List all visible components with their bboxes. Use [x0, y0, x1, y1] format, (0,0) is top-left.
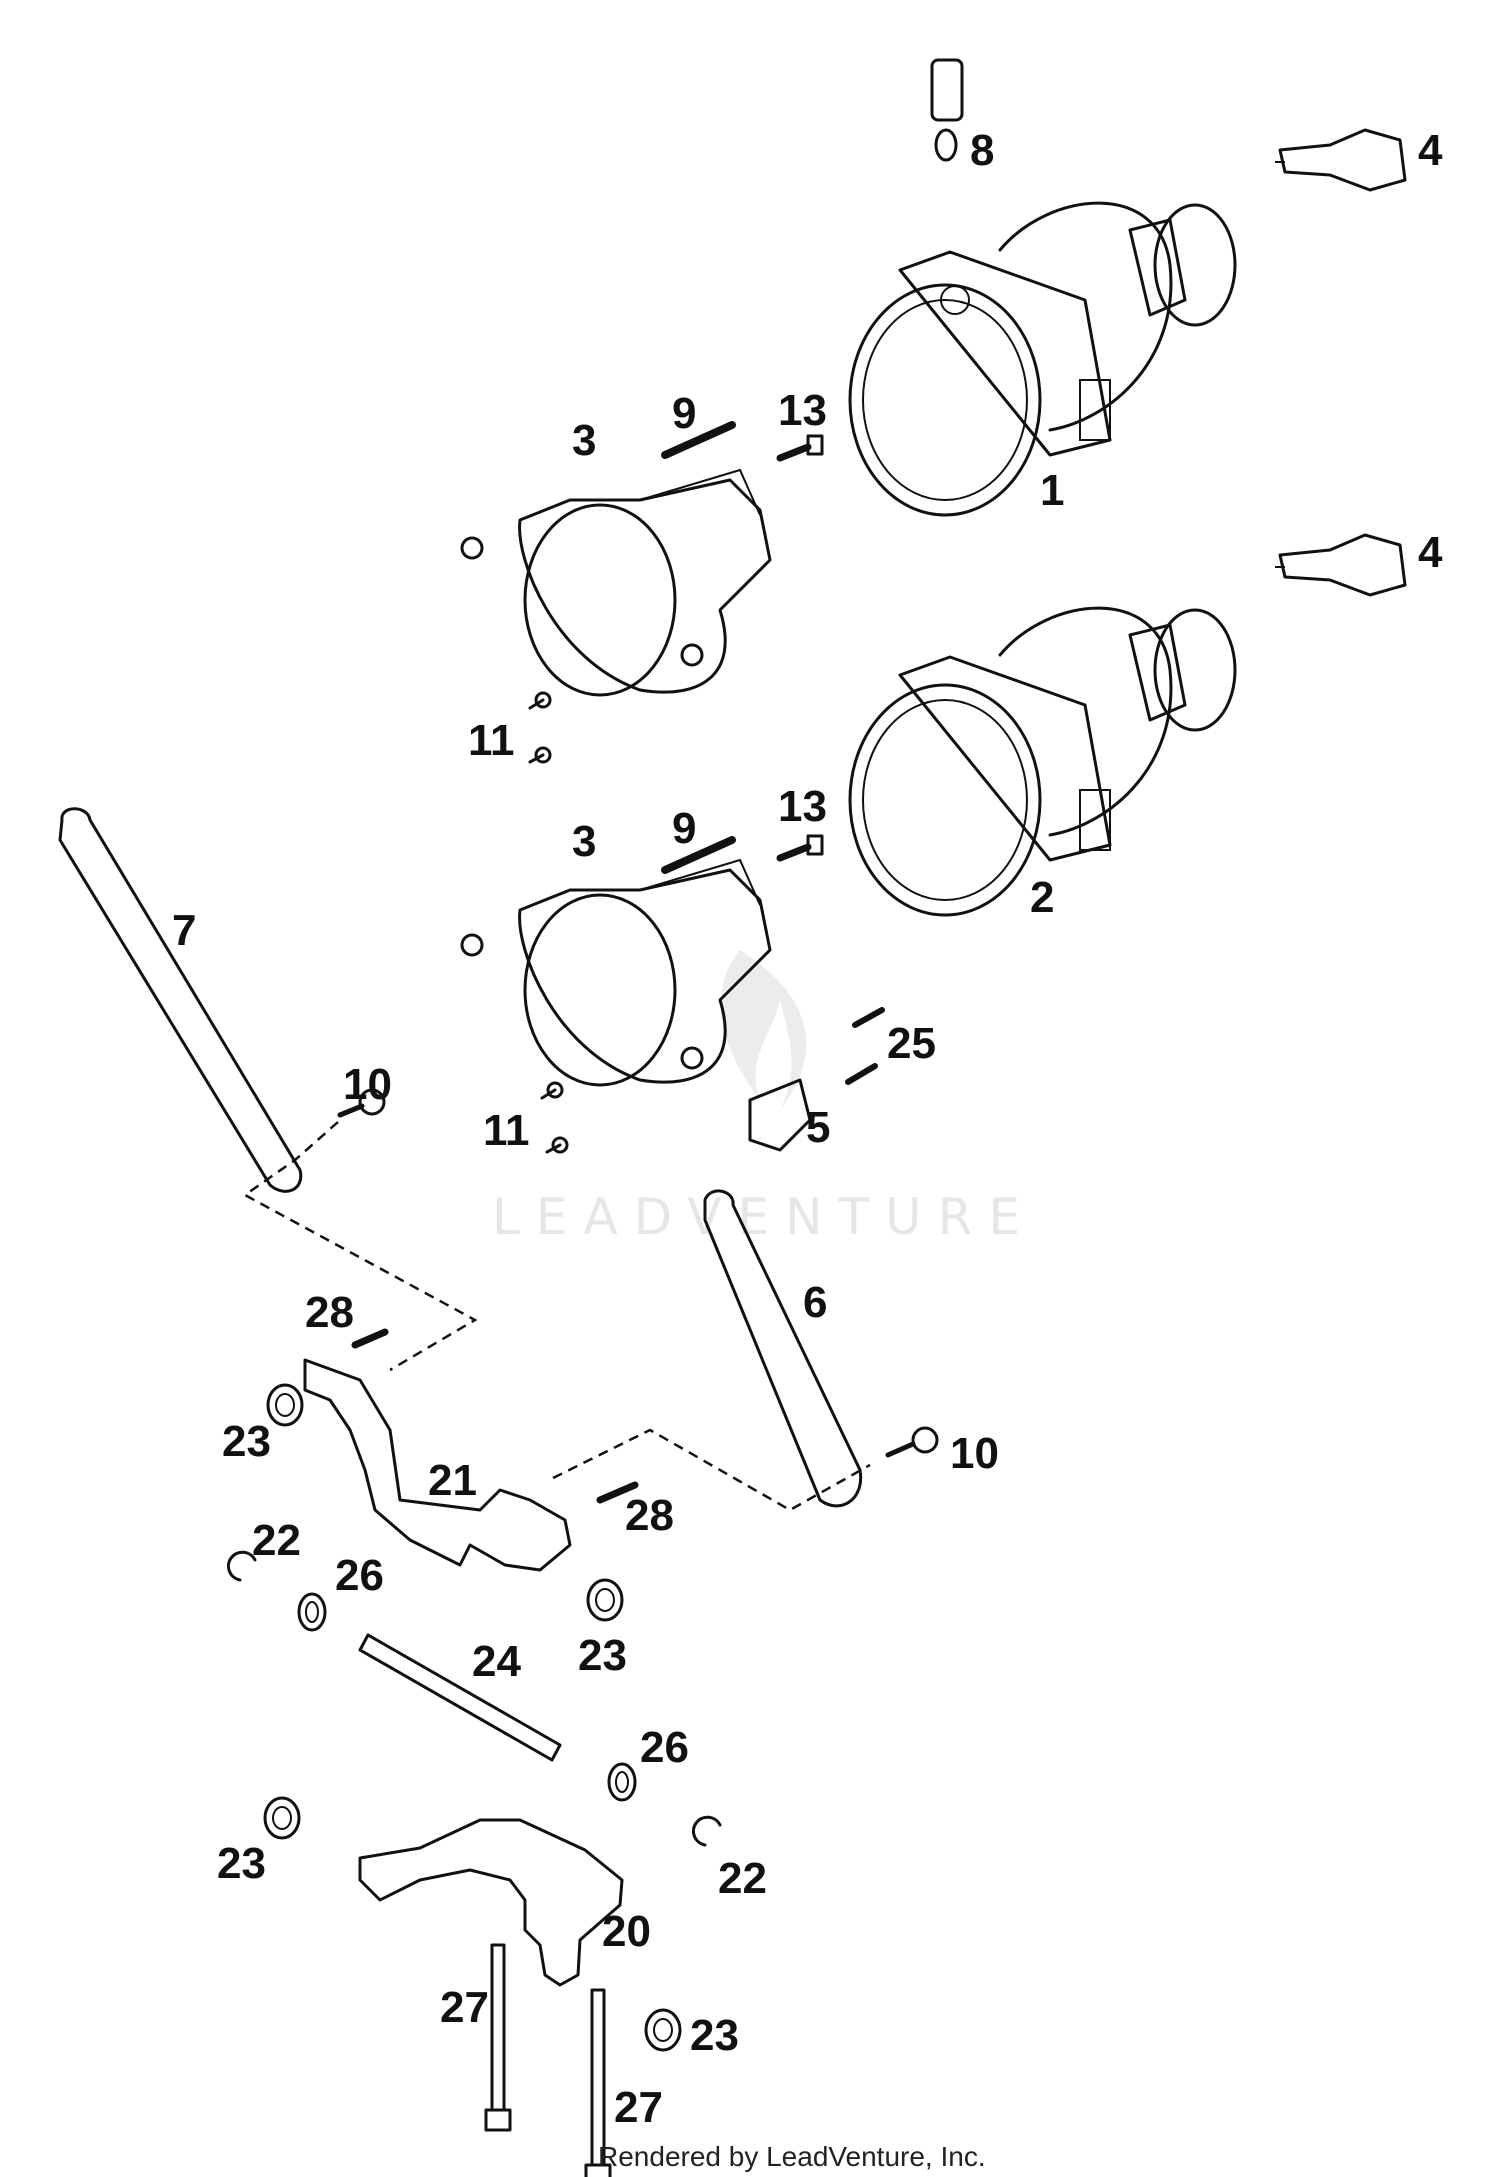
callout-1: 1 [1040, 466, 1064, 515]
bushing-23-b [586, 1578, 624, 1622]
callout-13-upper: 13 [778, 386, 827, 435]
callout-4-lower: 4 [1418, 528, 1443, 577]
callout-9-upper: 9 [672, 389, 696, 438]
callout-28-lower: 28 [625, 1491, 674, 1540]
adjuster-screw-lower [776, 834, 824, 862]
callout-3-upper: 3 [572, 416, 596, 465]
callout-labels: 1 2 3 3 4 4 5 6 7 8 9 9 10 10 11 11 13 1… [172, 126, 1443, 2132]
spring-rod-upper [661, 421, 736, 459]
bracket-21 [303, 1358, 572, 1572]
callout-23-b: 23 [578, 1631, 627, 1680]
callout-25: 25 [887, 1019, 936, 1068]
bulb-upper [1275, 128, 1407, 192]
callout-13-lower: 13 [778, 782, 827, 831]
headlight-projector-lower [848, 606, 1237, 917]
callout-4-upper: 4 [1418, 126, 1443, 175]
screws-11-lower [540, 1081, 569, 1154]
bushing-23-a [266, 1383, 304, 1427]
screw-10-left [337, 1088, 386, 1118]
callout-3-lower: 3 [572, 817, 596, 866]
shaft-24 [358, 1633, 562, 1762]
callout-20: 20 [602, 1907, 651, 1956]
bolt-27-b [584, 1988, 612, 2177]
callout-7: 7 [172, 906, 196, 955]
callout-23-d: 23 [690, 2011, 739, 2060]
screws-25 [845, 1007, 885, 1085]
spring-rod-lower [661, 836, 736, 874]
callout-23-c: 23 [217, 1839, 266, 1888]
footer-credit: Rendered by LeadVenture, Inc. [598, 2141, 986, 2172]
screws-11-upper [528, 691, 552, 764]
bolt-27-a [484, 1943, 512, 2132]
callout-5: 5 [806, 1103, 830, 1152]
callout-21: 21 [428, 1456, 477, 1505]
bracket-20 [358, 1818, 624, 1987]
assembly-line-left [242, 1121, 478, 1372]
callout-22-upper: 22 [252, 1516, 301, 1565]
callout-10-right: 10 [950, 1429, 999, 1478]
leadventure-watermark: LEADVENTURE [492, 950, 1036, 1246]
circlip-22-b [692, 1815, 722, 1847]
bushing-23-d [644, 2008, 682, 2052]
light-holder-upper [460, 468, 772, 697]
strap-7 [58, 807, 303, 1193]
callout-26-lower: 26 [640, 1723, 689, 1772]
callout-28-upper: 28 [305, 1288, 354, 1337]
callout-8: 8 [970, 126, 994, 175]
headlight-projector-upper [848, 201, 1237, 517]
callout-23-a: 23 [222, 1417, 271, 1466]
bushing-23-c [263, 1796, 301, 1840]
screw-10-right [885, 1426, 939, 1458]
screw-28-upper [351, 1328, 389, 1349]
light-holder-lower [460, 858, 772, 1087]
callout-6: 6 [803, 1278, 827, 1327]
screw-28-lower [596, 1481, 639, 1504]
callout-26-upper: 26 [335, 1551, 384, 1600]
callout-27-a: 27 [440, 1983, 489, 2032]
callout-9-lower: 9 [672, 804, 696, 853]
assembly-line-right [552, 1428, 871, 1512]
callout-11-lower: 11 [483, 1106, 530, 1155]
callout-22-lower: 22 [718, 1854, 767, 1903]
callout-11-upper: 11 [468, 716, 515, 765]
watermark-text: LEADVENTURE [492, 1188, 1036, 1246]
callout-2: 2 [1030, 873, 1054, 922]
bulb-lower [1275, 533, 1407, 597]
callout-10-left: 10 [343, 1060, 392, 1109]
callout-27-b: 27 [614, 2083, 663, 2132]
callout-24: 24 [472, 1637, 521, 1686]
washer-26-b [607, 1762, 637, 1802]
circlip-22-a [227, 1550, 257, 1582]
strap-6 [703, 1189, 863, 1508]
washer-26-a [297, 1592, 327, 1632]
bracket-5 [748, 1078, 812, 1152]
adjuster-screw-upper [776, 434, 824, 462]
position-bulb [930, 58, 964, 162]
